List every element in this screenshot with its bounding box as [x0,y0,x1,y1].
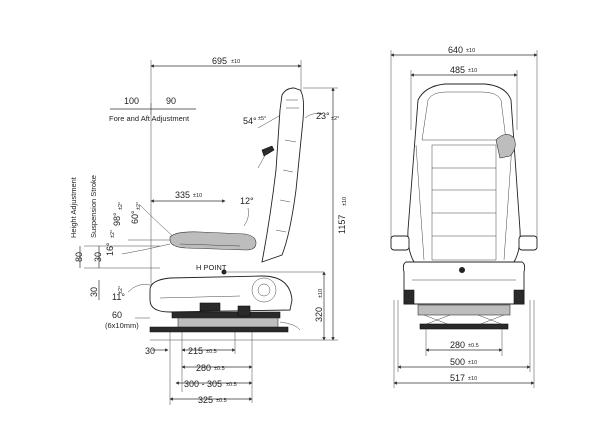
dim-517-tol: ±10 [468,376,477,382]
angle-16-tol: ±2° [110,230,116,238]
suspension-label-plate [199,302,221,312]
angle-98: 98° [112,212,122,226]
front-scissor [423,314,505,326]
dim-215-tol: ±0.5 [206,349,217,355]
dim-335-tol: ±10 [193,193,202,199]
slide-lever [279,321,301,331]
angle-11: 11° [112,292,125,302]
dim-30-bottom: 30 [145,346,155,356]
dim-90: 90 [166,96,176,106]
side-view: 695 ±10 100 90 Fore and Aft Adjustment 5… [69,56,348,405]
front-rail [419,323,509,330]
dim-280-front-tol: ±0.5 [468,343,479,349]
front-headrest-panel [421,91,507,141]
dim-320: 320 [314,307,324,322]
front-view: 640 ±10 485 ±10 280 ±0.5 [390,45,538,388]
dim-335: 335 [175,190,190,200]
armrest [169,231,257,251]
seat-cushion [149,275,293,313]
front-logo [459,267,465,273]
angle-23-arc [304,112,323,119]
recline-knob-inner [257,283,271,297]
height-adjustment-label: Height Adjustment [69,176,78,238]
angle-11-tol: ±2° [118,286,124,294]
dim-280-front: 280 [450,340,465,350]
dim-60: 60 [112,310,122,320]
dim-100: 100 [124,96,139,106]
dim-695: 695 [212,56,227,66]
dim-485: 485 [450,65,465,75]
suspension-top [171,311,281,319]
front-recline-lever [495,134,516,159]
dim-280-side: 280 [196,363,211,373]
front-armrest-left [390,235,410,251]
backrest-seams [275,99,299,233]
dim-320-tol: ±10 [318,289,324,298]
suspension-unit [177,317,279,329]
dim-640-tol: ±10 [466,48,475,54]
angle-12: 12° [240,196,254,206]
cushion-seam [159,295,241,299]
angle-60: 60° [130,210,140,224]
h-point-label: H POINT [196,263,227,272]
angle-23-tol: ±2° [331,116,339,122]
angle-60-tol: ±2° [136,202,142,210]
dim-325: 325 [198,395,213,405]
recline-knob [251,277,277,303]
dim-300-305: 300 - 305 [184,379,222,389]
dim-30a: 30 [93,252,103,262]
slide-rail [149,326,289,333]
dim-500: 500 [450,357,465,367]
backrest-lever [261,145,275,157]
front-center-panel [431,144,497,261]
dim-640: 640 [448,45,463,55]
front-side-bolsters [415,144,513,261]
angle-54: 54° [243,116,257,126]
angle-16: 16° [105,242,115,256]
weight-dial [237,305,251,317]
dim-80: 80 [74,252,84,262]
dim-485-tol: ±10 [468,68,477,74]
fore-aft-label: Fore and Aft Adjustment [109,114,190,123]
dim-325-tol: ±0.5 [216,398,227,404]
front-panel-seams [432,167,496,237]
dim-280-side-tol: ±0.5 [214,366,225,372]
suspension-stroke-label: Suspension Stroke [89,175,98,238]
backrest [261,87,305,263]
angle-12-arc [243,207,249,227]
front-backrest [407,83,521,263]
angle-23: 23° [316,111,330,121]
angle-54-tol: ±5° [258,116,266,122]
dim-60-note: (6x10mm) [105,321,139,330]
front-suspension [417,304,511,316]
arm-arc-2 [121,243,171,255]
angle-98-tol: ±2° [118,202,124,210]
front-armrest-right [518,235,538,251]
dim-30b: 30 [89,287,99,297]
armrest-seam [179,243,241,247]
dim-1157-tol: ±10 [342,197,348,206]
dim-517: 517 [450,373,465,383]
angle-11-arc [127,284,151,293]
dim-695-tol: ±10 [231,59,240,65]
dim-300-305-tol: ±0.5 [226,382,237,388]
dim-215: 215 [188,346,203,356]
arm-arc-1 [139,204,176,239]
dim-500-tol: ±10 [468,360,477,366]
dim-1157: 1157 [337,215,347,234]
front-cushion-sides [403,289,525,305]
lever-stem [257,149,269,169]
